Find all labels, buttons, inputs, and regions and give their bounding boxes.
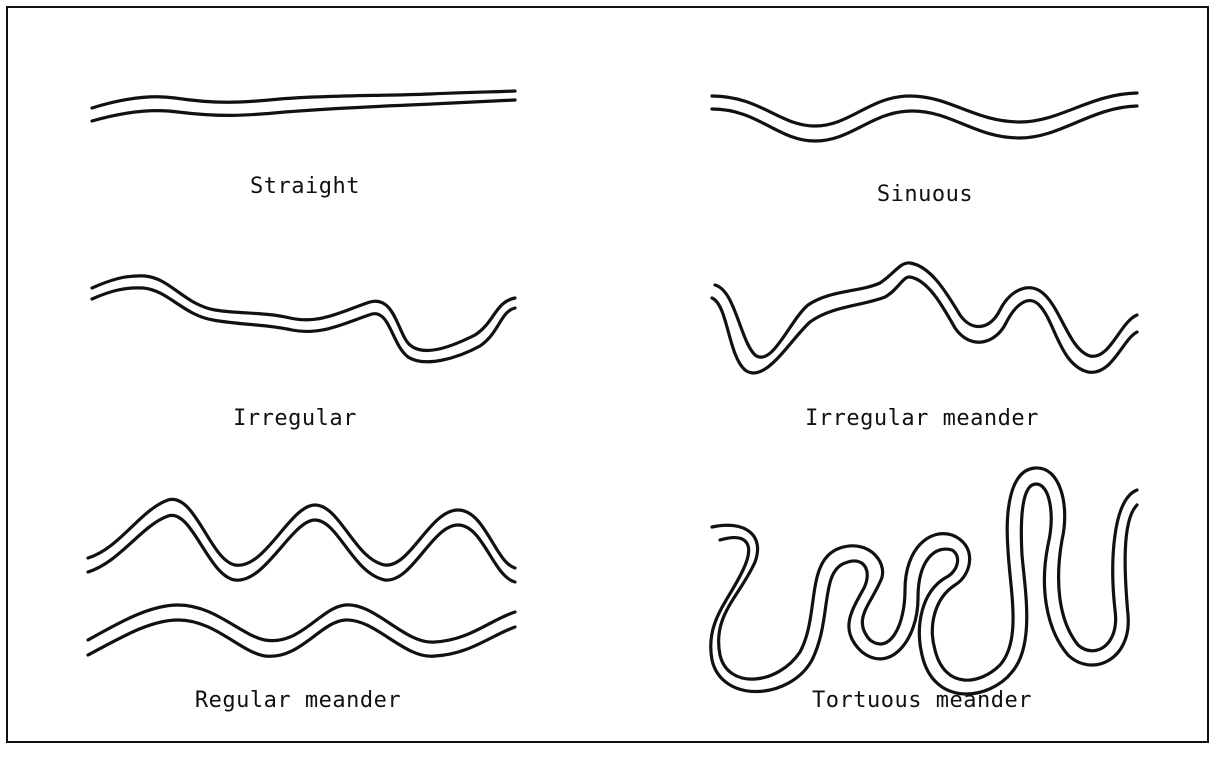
regular-meander-upper-bank-1	[88, 499, 515, 568]
label-irregular-meander: Irregular meander	[805, 406, 1039, 431]
regular-meander-channel-lower	[88, 605, 515, 656]
label-irregular: Irregular	[233, 406, 357, 431]
sinuous-channel	[712, 93, 1137, 141]
tortuous-meander-channel-bank-inner	[711, 484, 1137, 694]
irregular-channel-bank-lower	[92, 288, 515, 362]
irregular-channel-bank-upper	[92, 276, 515, 351]
straight-channel-bank-lower	[92, 100, 515, 121]
sinuous-channel-bank-lower	[712, 106, 1137, 141]
label-regular-meander: Regular meander	[195, 688, 401, 713]
sinuous-channel-bank-upper	[712, 93, 1137, 126]
straight-channel	[92, 91, 515, 121]
regular-meander-upper-bank-2	[88, 515, 515, 582]
tortuous-meander-channel	[711, 468, 1137, 694]
irregular-meander-channel-bank-lower	[712, 277, 1137, 373]
irregular-meander-channel-bank-upper	[715, 263, 1137, 357]
label-straight: Straight	[250, 174, 360, 199]
regular-meander-channel-upper	[88, 499, 515, 582]
straight-channel-bank-upper	[92, 91, 515, 108]
tortuous-meander-channel-bank-outer	[712, 468, 1137, 680]
label-tortuous-meander: Tortuous meander	[812, 688, 1032, 713]
label-sinuous: Sinuous	[877, 182, 973, 207]
irregular-channel	[92, 276, 515, 362]
irregular-meander-channel	[712, 263, 1137, 373]
